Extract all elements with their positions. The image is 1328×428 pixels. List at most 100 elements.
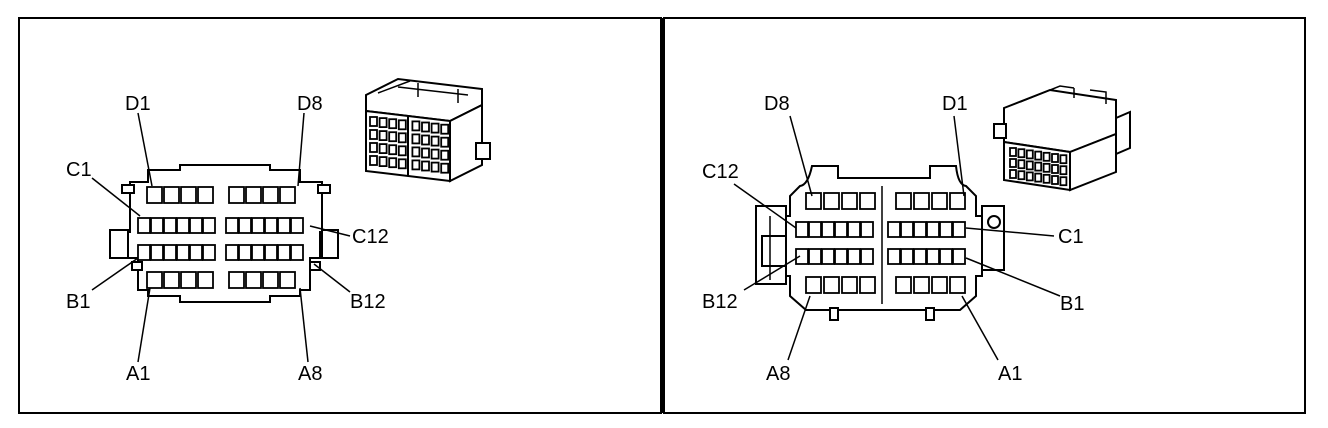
iso-cavity [411,146,421,158]
left-label-c12: C12 [352,226,389,248]
iso-cavity [1025,149,1034,160]
iso-cavity [421,160,430,172]
cavity-a [262,271,279,289]
iso-cavity [397,158,407,170]
cavity-a [841,276,858,294]
iso-cavity [369,155,378,166]
connector-iso-front-icon [365,77,491,183]
cavity-d [180,186,197,204]
cavity-c [277,217,291,234]
iso-cavity [430,135,440,147]
cavity-b [926,248,940,265]
iso-cavity [1025,160,1034,171]
cavity-b [952,248,966,265]
cavity-c [251,217,265,234]
iso-cavity [1059,165,1068,176]
right-label-b12: B12 [702,291,738,313]
iso-cavity [1017,170,1026,181]
iso-cavity [1034,150,1043,161]
iso-cavity [1042,162,1051,173]
cavity-c [189,217,203,234]
iso-cavity [440,123,450,135]
iso-cavity [411,133,421,145]
iso-cavity [1034,172,1043,183]
left-tab-bl [131,261,143,271]
cavity-b [913,248,927,265]
iso-cavity [1017,159,1026,170]
cavity-a [895,276,912,294]
iso-cavity [440,136,450,148]
left-label-a1: A1 [126,363,150,385]
iso-cavity [1025,171,1034,182]
left-connector-face [109,164,339,303]
cavity-b [834,248,848,265]
cavity-b [251,244,265,261]
iso-cavity [378,130,388,141]
right-connector-face [755,165,1005,321]
cavity-b [847,248,861,265]
right-label-c1: C1 [1058,226,1084,248]
cavity-b [225,244,239,261]
cavity-b [821,248,835,265]
right-cavity-grid [795,192,966,294]
iso-cavity [440,162,450,174]
iso-cavity [1009,169,1017,179]
cavity-d [245,186,262,204]
cavity-c [264,217,278,234]
cavity-b [290,244,304,261]
cavity-c [202,217,216,234]
cavity-d [197,186,214,204]
iso-cavity [440,149,450,161]
cavity-a [197,271,214,289]
iso-cavity [1042,173,1051,184]
left-panel-frame [18,17,662,414]
cavity-c [847,221,861,238]
iso-cavity [421,147,430,159]
cavity-d [146,186,163,204]
cavity-c [150,217,164,234]
cavity-a [245,271,262,289]
cavity-d [163,186,180,204]
right-label-d1: D1 [942,93,968,115]
cavity-c [860,221,874,238]
cavity-c [290,217,304,234]
iso-cavity [411,159,421,171]
iso-cavity [397,145,407,157]
cavity-d [895,192,912,210]
cavity-d [859,192,876,210]
left-tab-br [309,261,321,271]
cavity-d [228,186,245,204]
iso-cavity [1059,154,1068,165]
iso-cavity [388,144,398,156]
left-label-d1: D1 [125,93,151,115]
cavity-c [225,217,239,234]
cavity-c [913,221,927,238]
left-label-a8: A8 [298,363,322,385]
iso-cavity [1059,176,1068,187]
right-label-b1: B1 [1060,293,1084,315]
cavity-c [238,217,252,234]
left-latch-right [321,229,339,259]
cavity-b [264,244,278,261]
cavity-a [805,276,822,294]
iso-cavity [369,142,378,153]
left-label-c1: C1 [66,159,92,181]
right-label-d8: D8 [764,93,790,115]
iso-cavity [378,117,388,128]
iso-cavity [411,120,421,132]
iso-cavity [1009,147,1017,157]
iso-cavity [1017,148,1026,159]
cavity-c [176,217,190,234]
cavity-a [146,271,163,289]
left-leaders [91,112,351,363]
cavity-d [949,192,966,210]
iso-cavity [388,157,398,169]
cavity-c [887,221,901,238]
left-label-b1: B1 [66,291,90,313]
cavity-b [795,248,809,265]
cavity-c [834,221,848,238]
iso-cavity [430,122,440,134]
cavity-d [805,192,822,210]
cavity-d [931,192,948,210]
right-label-c12: C12 [702,161,739,183]
